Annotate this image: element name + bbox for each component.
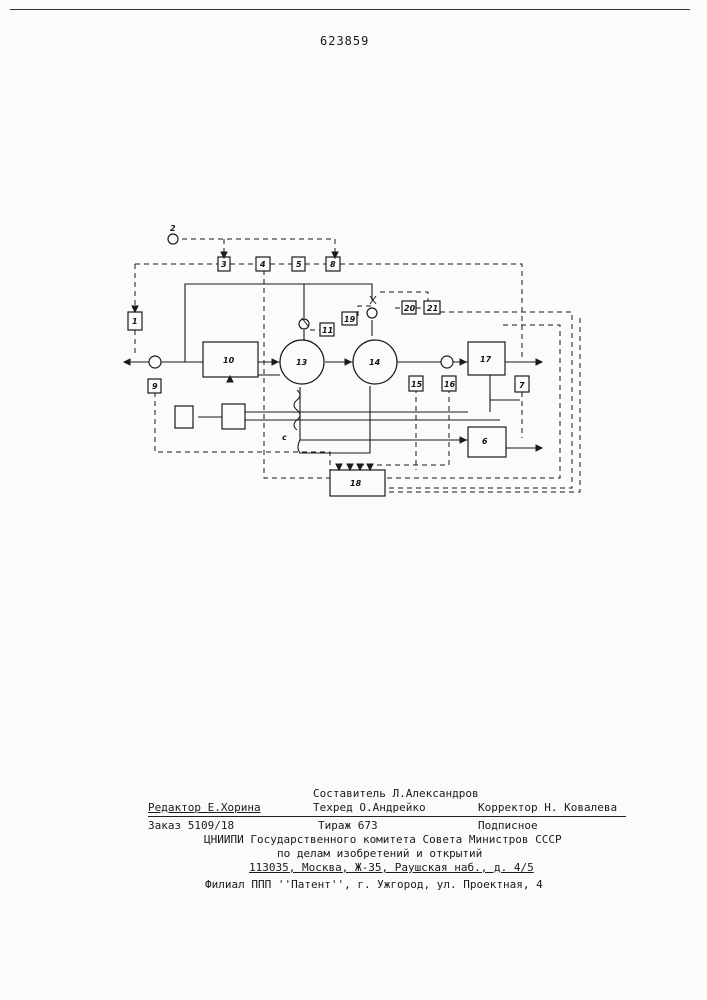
address-line: 113035, Москва, Ж-35, Раушская наб., д. … (249, 861, 534, 874)
org-line-2: по делам изобретений и открытий (277, 847, 482, 860)
imprint-rule (148, 816, 626, 817)
order-line: Заказ 5109/18 (148, 819, 234, 832)
techred-line: Техред О.Андрейко (313, 801, 426, 814)
compiler-line: Составитель Л.Александров (313, 787, 479, 800)
circulation-line: Тираж 673 (318, 819, 378, 832)
branch-line: Филиал ППП ''Патент'', г. Ужгород, ул. П… (205, 878, 543, 891)
subscription-line: Подписное (478, 819, 538, 832)
corrector-line: Корректор Н. Ковалева (478, 801, 617, 814)
editor-line: Редактор Е.Хорина (148, 801, 261, 814)
org-line-1: ЦНИИПИ Государственного комитета Совета … (204, 833, 562, 846)
